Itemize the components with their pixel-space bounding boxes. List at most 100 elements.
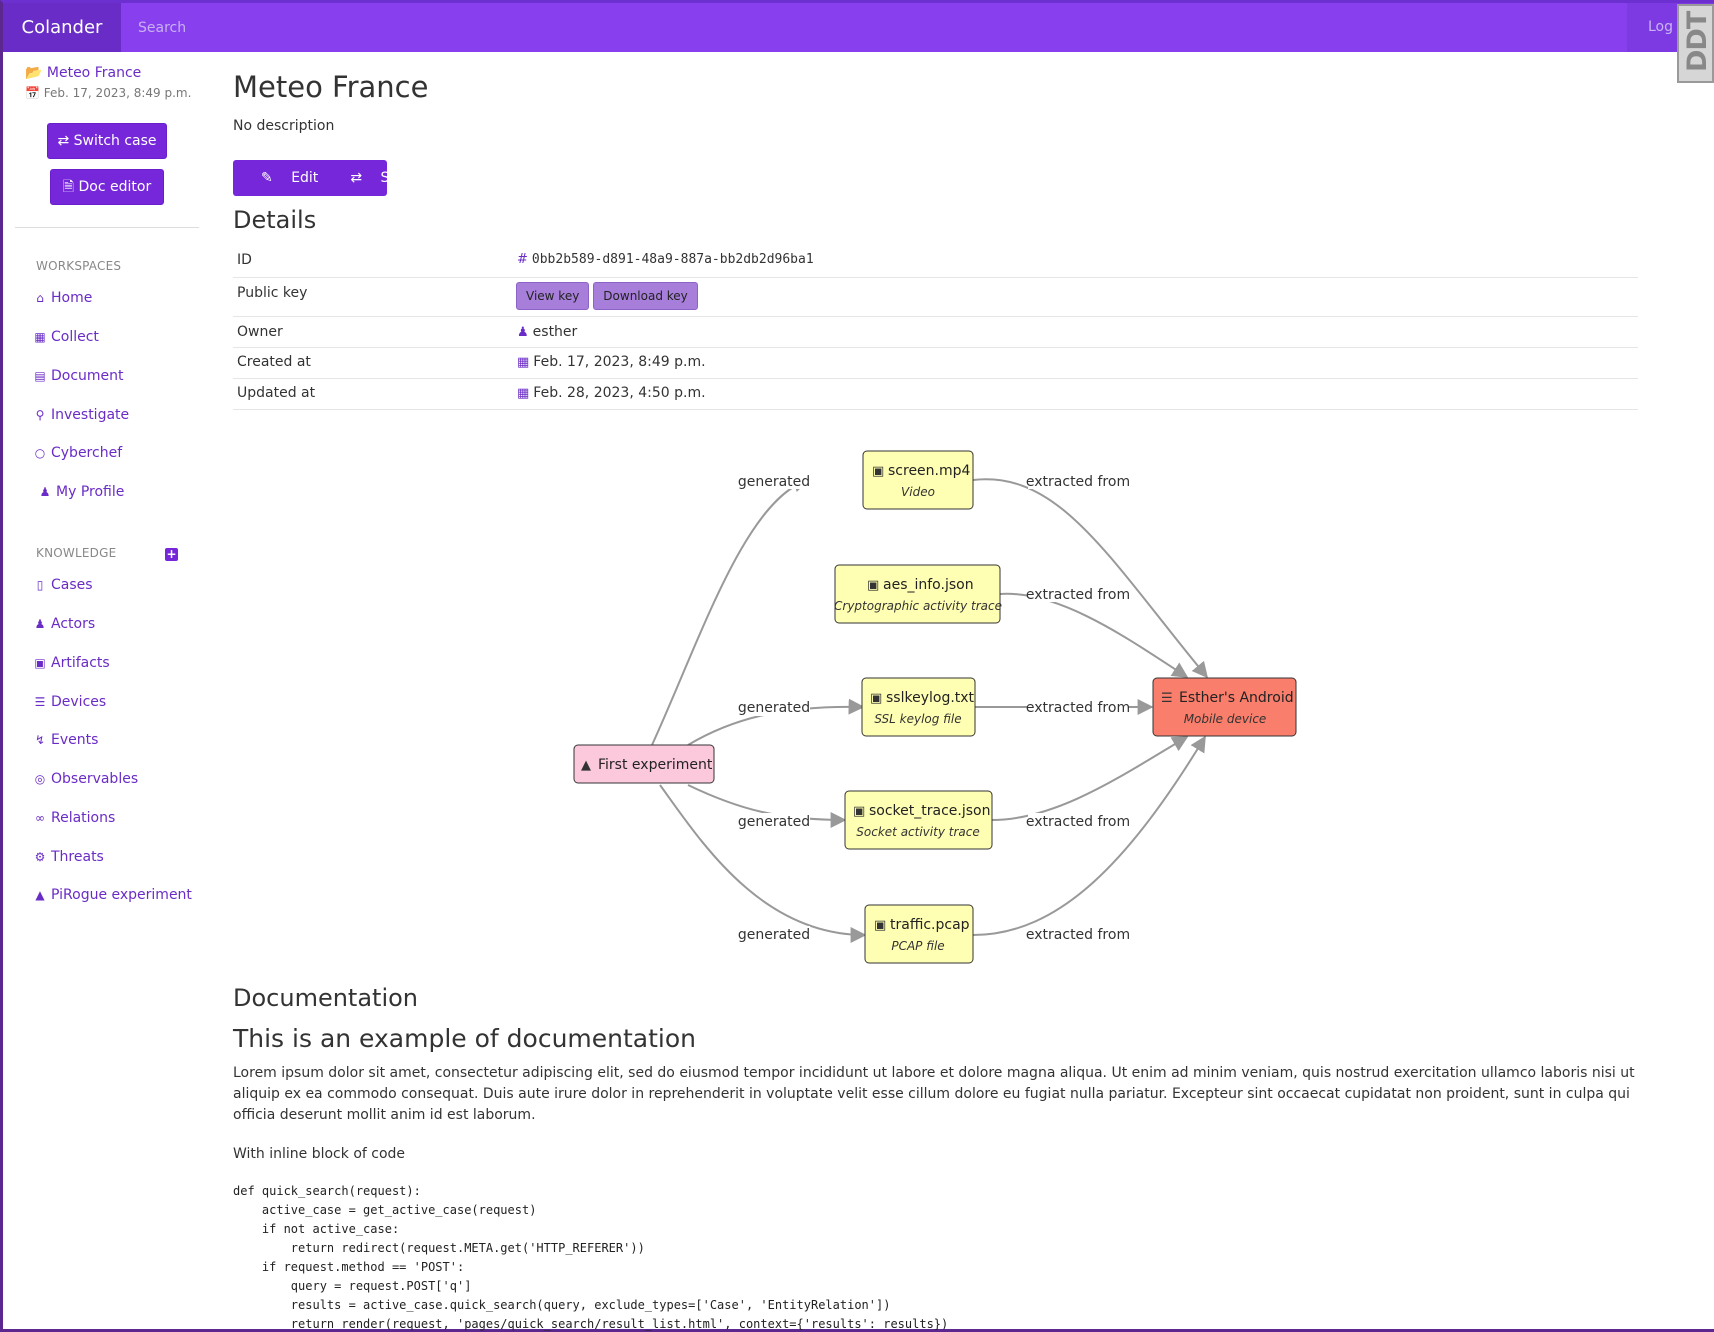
page-title: Meteo France bbox=[233, 70, 429, 104]
view-key-button[interactable]: View key bbox=[516, 282, 590, 310]
add-knowledge-button[interactable]: + bbox=[165, 547, 178, 561]
edge-label-generated: generated bbox=[738, 474, 810, 490]
file-icon: ▤ bbox=[34, 369, 46, 383]
user-icon: ♟ bbox=[39, 485, 51, 499]
sidebar-item-collect[interactable]: ▦Collect bbox=[34, 329, 99, 345]
edge-generated bbox=[651, 476, 810, 746]
folder-open-icon: 📂 bbox=[25, 65, 43, 81]
id-label: ID bbox=[237, 252, 252, 268]
details-row-created: Created at ▦ Feb. 17, 2023, 8:49 p.m. bbox=[233, 348, 1638, 379]
svg-text:screen.mp4: screen.mp4 bbox=[888, 463, 971, 479]
knowledge-heading: KNOWLEDGE bbox=[36, 546, 117, 560]
switch-icon: ⇄ bbox=[57, 133, 70, 149]
ddt-badge: DDT bbox=[1677, 4, 1714, 83]
doc-editor-button[interactable]: 🗎 Doc editor bbox=[50, 169, 164, 205]
details-heading: Details bbox=[233, 206, 317, 234]
svg-text:socket_trace.json: socket_trace.json bbox=[869, 803, 990, 819]
edge-generated bbox=[659, 784, 867, 943]
svg-text:Mobile device: Mobile device bbox=[1184, 712, 1267, 726]
archive-icon: ▣ bbox=[874, 918, 886, 933]
frame-border bbox=[0, 1329, 1714, 1332]
edge-label-generated: generated bbox=[738, 927, 810, 943]
sidebar-item-home[interactable]: ⌂Home bbox=[33, 290, 92, 306]
calendar-icon: ▦ bbox=[517, 385, 530, 401]
flask-icon: ▲ bbox=[581, 758, 591, 773]
node-artifact-socket-trace[interactable]: ▣ socket_trace.json Socket activity trac… bbox=[844, 790, 993, 850]
sidebar-item-devices[interactable]: ☰Devices bbox=[34, 694, 107, 710]
edge-extracted bbox=[999, 592, 1189, 678]
server-icon: ☰ bbox=[1161, 691, 1173, 706]
node-first-experiment[interactable]: ▲ First experiment bbox=[573, 744, 715, 784]
edge-label-generated: generated bbox=[738, 700, 810, 716]
user-icon: ♟ bbox=[517, 324, 529, 340]
calendar-icon: ▦ bbox=[517, 354, 530, 370]
owner-label: Owner bbox=[237, 324, 283, 340]
sidebar-item-relations[interactable]: ∞Relations bbox=[35, 810, 116, 826]
sidebar-item-document[interactable]: ▤Document bbox=[34, 368, 124, 384]
active-case-date: 📅 Feb. 17, 2023, 8:49 p.m. bbox=[25, 86, 192, 100]
node-artifact-traffic[interactable]: ▣ traffic.pcap PCAP file bbox=[864, 904, 974, 964]
svg-text:Esther's Android: Esther's Android bbox=[1179, 690, 1294, 706]
edge-label-extracted: extracted from bbox=[1026, 587, 1130, 603]
svg-text:Socket activity trace: Socket activity trace bbox=[856, 825, 979, 839]
sidebar-item-investigate[interactable]: ⚲Investigate bbox=[33, 407, 130, 423]
search-input[interactable] bbox=[121, 3, 1627, 52]
edit-button[interactable]: ✎ Edit bbox=[233, 170, 318, 186]
node-artifact-screen[interactable]: ▣ screen.mp4 Video bbox=[862, 450, 974, 510]
active-case-name: Meteo France bbox=[46, 65, 142, 81]
edge-label-extracted: extracted from bbox=[1026, 474, 1130, 490]
file-icon: 🗎 bbox=[62, 179, 75, 195]
download-key-button[interactable]: Download key bbox=[593, 282, 698, 310]
details-row-public-key: Public key View key Download key bbox=[233, 278, 1638, 317]
page-description: No description bbox=[233, 118, 335, 134]
home-icon: ⌂ bbox=[36, 291, 44, 305]
edge-extracted bbox=[991, 736, 1189, 821]
archive-icon: ▣ bbox=[872, 464, 884, 479]
doc-title: This is an example of documentation bbox=[233, 1024, 697, 1053]
link-icon: ∞ bbox=[35, 811, 45, 825]
svg-text:sslkeylog.txt: sslkeylog.txt bbox=[886, 690, 975, 706]
svg-text:traffic.pcap: traffic.pcap bbox=[890, 917, 970, 933]
svg-text:First experiment: First experiment bbox=[598, 757, 713, 773]
hash-icon: # bbox=[517, 252, 528, 267]
edge-label-extracted: extracted from bbox=[1026, 700, 1130, 716]
select-button[interactable]: ⇄ Select bbox=[318, 170, 423, 186]
folder-icon: ▯ bbox=[36, 578, 44, 592]
switch-case-button[interactable]: ⇄ Switch case bbox=[47, 123, 167, 159]
sidebar-item-pirogue-experiment[interactable]: ▲PiRogue experiment bbox=[33, 887, 192, 903]
node-artifact-aes-info[interactable]: ▣ aes_info.json Cryptographic activity t… bbox=[834, 564, 1002, 624]
created-value: ▦ Feb. 17, 2023, 8:49 p.m. bbox=[517, 354, 706, 370]
sidebar-item-observables[interactable]: ◎Observables bbox=[34, 771, 139, 787]
edge-label-extracted: extracted from bbox=[1026, 927, 1130, 943]
sidebar-item-my-profile[interactable]: ♟My Profile bbox=[39, 484, 125, 500]
edge-label-extracted: extracted from bbox=[1026, 814, 1130, 830]
sidebar-item-actors[interactable]: ♟Actors bbox=[34, 616, 96, 632]
owner-value: ♟ esther bbox=[517, 324, 578, 340]
top-navbar: Colander Log O bbox=[0, 0, 1714, 52]
chef-hat-icon: ○ bbox=[34, 446, 46, 460]
sidebar-item-artifacts[interactable]: ▣Artifacts bbox=[34, 655, 110, 671]
sidebar-item-events[interactable]: ↯Events bbox=[34, 732, 99, 748]
sidebar-item-threats[interactable]: ⚙Threats bbox=[34, 849, 104, 865]
sidebar-item-cases[interactable]: ▯Cases bbox=[33, 577, 93, 593]
switch-icon: ⇄ bbox=[350, 170, 363, 186]
server-icon: ☰ bbox=[34, 695, 46, 709]
doc-paragraph: Lorem ipsum dolor sit amet, consectetur … bbox=[233, 1065, 1635, 1123]
node-artifact-sslkeylog[interactable]: ▣ sslkeylog.txt SSL keylog file bbox=[861, 677, 976, 737]
doc-inline-label: With inline block of code bbox=[233, 1146, 406, 1162]
node-device-esthers-android[interactable]: ☰ Esther's Android Mobile device bbox=[1152, 677, 1297, 737]
public-key-actions: View key Download key bbox=[516, 282, 702, 310]
edit-icon: ✎ bbox=[261, 170, 273, 186]
sidebar-divider bbox=[15, 227, 199, 228]
details-row-owner: Owner ♟ esther bbox=[233, 317, 1638, 348]
archive-icon: ▣ bbox=[34, 656, 46, 670]
action-button-group: ✎ Edit ⇄ Select bbox=[233, 160, 424, 196]
documentation-heading: Documentation bbox=[233, 984, 419, 1012]
brand-logo[interactable]: Colander bbox=[3, 3, 121, 52]
active-case-link[interactable]: 📂 Meteo France bbox=[25, 65, 141, 81]
edge-label-generated: generated bbox=[738, 814, 810, 830]
sidebar-item-cyberchef[interactable]: ○Cyberchef bbox=[34, 445, 123, 461]
id-value: # 0bb2b589-d891-48a9-887a-bb2db2d96ba1 bbox=[517, 252, 814, 267]
edge-extracted bbox=[972, 735, 1206, 936]
archive-icon: ▣ bbox=[853, 804, 865, 819]
